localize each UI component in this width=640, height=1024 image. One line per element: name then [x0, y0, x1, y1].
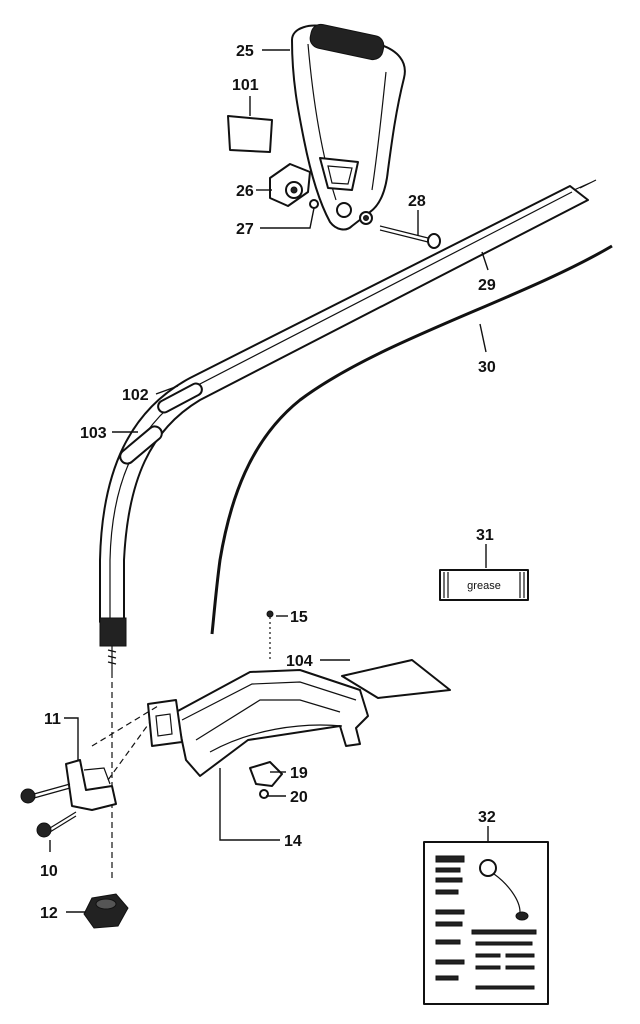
callout-11: 11: [44, 711, 61, 728]
grease-label: grease: [467, 580, 501, 592]
shield-part-14: [147, 669, 369, 799]
callout-101: 101: [232, 77, 259, 94]
callout-10: 10: [40, 863, 58, 880]
callout-30: 30: [478, 359, 496, 376]
label-part-103: [119, 425, 163, 465]
callout-14: 14: [284, 833, 302, 850]
callout-25: 25: [236, 43, 254, 60]
screw-part-15: [266, 610, 274, 660]
callout-102: 102: [122, 387, 149, 404]
manual-part-32: [423, 841, 549, 1005]
callout-20: 20: [290, 789, 308, 806]
cable-part-30: [210, 244, 613, 635]
decal-part-101: [227, 115, 273, 153]
callout-26: 26: [236, 183, 254, 200]
callout-28: 28: [408, 193, 426, 210]
decal-part-104: [341, 659, 451, 699]
clamp-bolt: [20, 783, 71, 804]
label-part-102: [157, 382, 203, 414]
callout-19: 19: [290, 765, 308, 782]
callout-27: 27: [236, 221, 254, 238]
bolt-part-28: [379, 225, 441, 249]
washer-part-27: [309, 199, 319, 209]
handle-part-25: [291, 23, 406, 231]
callout-12: 12: [40, 905, 58, 922]
grease-packet-part-31: grease: [439, 569, 529, 601]
bolt-part-10: [36, 811, 77, 838]
callout-29: 29: [478, 277, 496, 294]
clamp-part-11: [65, 759, 117, 811]
callout-31: 31: [476, 527, 494, 544]
nut-part-12: [83, 893, 129, 929]
callout-103: 103: [80, 425, 107, 442]
callout-32: 32: [478, 809, 496, 826]
callout-15: 15: [290, 609, 308, 626]
callout-104: 104: [286, 653, 313, 670]
knob-part-26: [269, 163, 311, 207]
